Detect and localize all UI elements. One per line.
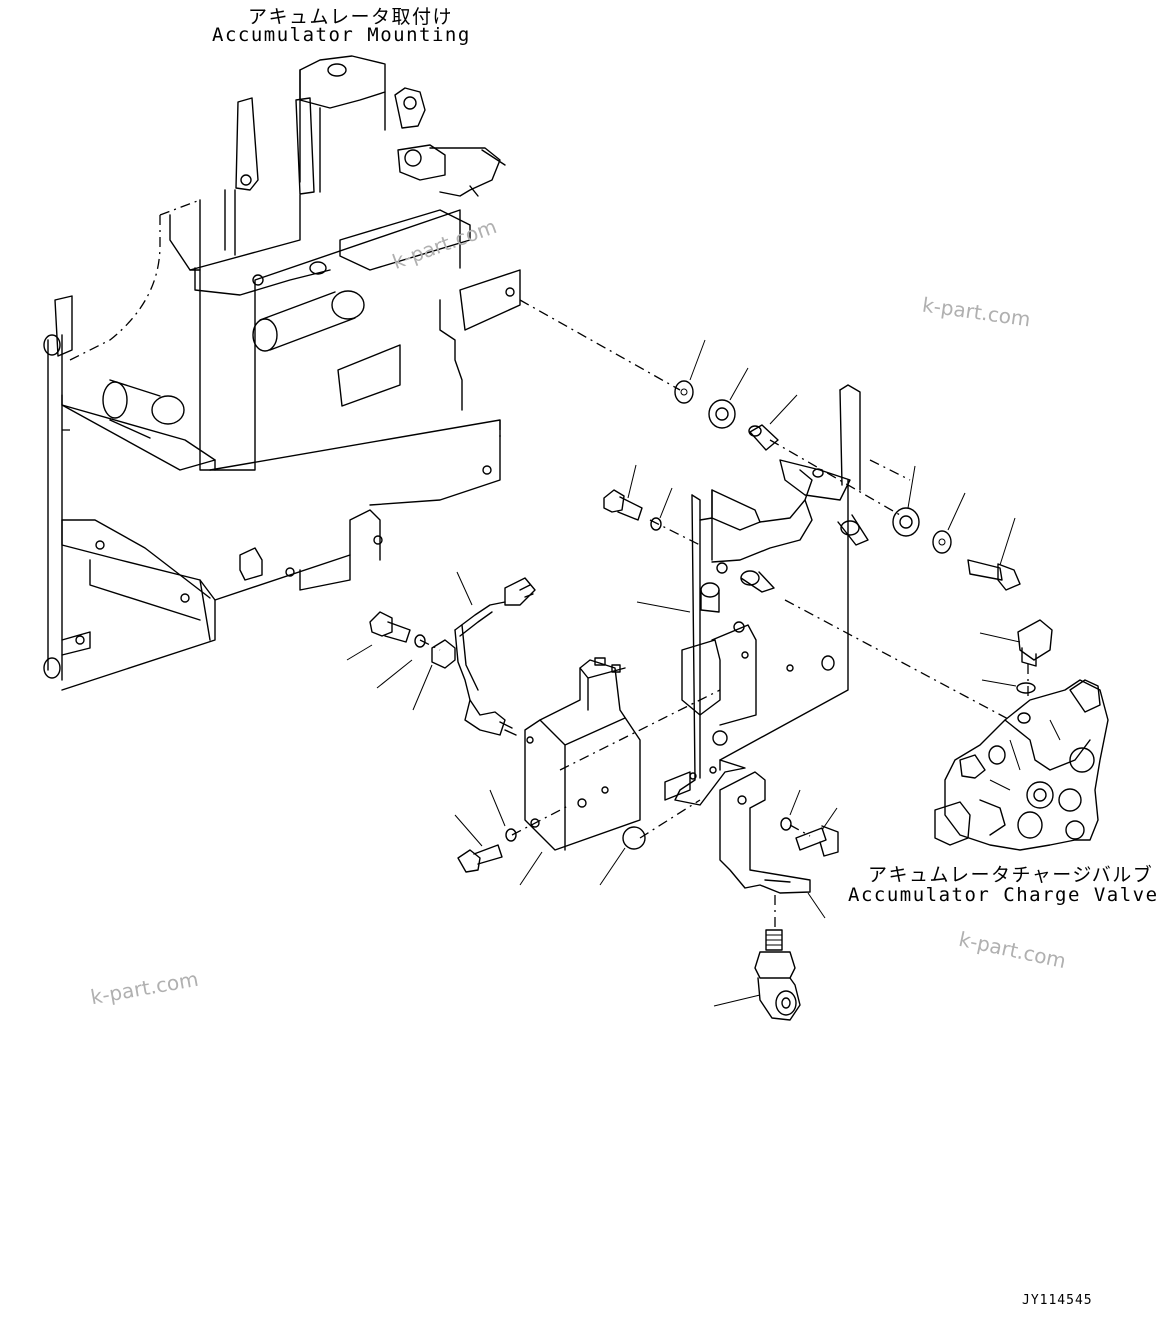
drawing-code: JY114545: [1022, 1293, 1093, 1308]
mounting-title-en: Accumulator Mounting: [212, 24, 471, 46]
left-bolts: [369, 489, 662, 873]
lower-bracket: [719, 771, 811, 894]
pressure-switch: [1016, 619, 1053, 694]
center-lines: [419, 299, 1029, 930]
right-hardware: [674, 380, 1021, 857]
mounting-title-jp: アキュムレータ取付け: [248, 6, 454, 28]
valve-title-en: Accumulator Charge Valve: [848, 884, 1159, 906]
accumulator-charge-valve: [934, 679, 1109, 851]
leader-lines: [346, 339, 1021, 1007]
frame-assembly: [43, 55, 521, 691]
main-bracket-plate: [664, 384, 869, 806]
elbow-fitting: [754, 929, 801, 1021]
solenoid-housing: [524, 657, 646, 851]
valve-title-jp: アキュムレータチャージバルブ: [868, 864, 1154, 886]
wire-harness: [431, 577, 536, 736]
